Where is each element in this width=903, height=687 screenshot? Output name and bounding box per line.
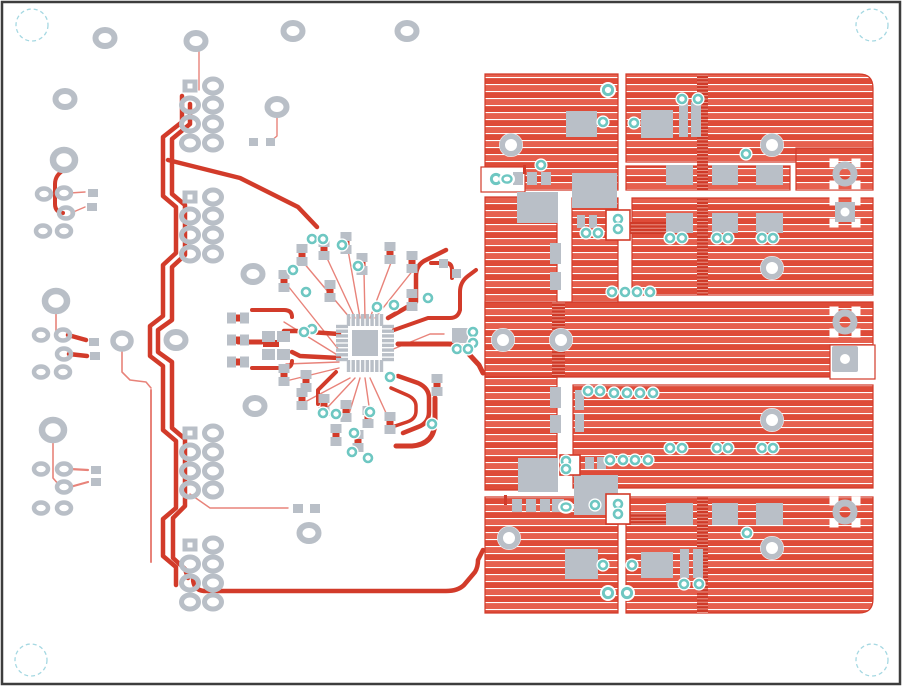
center-ic	[336, 314, 394, 372]
edge-terminals	[829, 158, 861, 528]
through-hole-pads	[31, 20, 468, 612]
copper-pours	[480, 73, 876, 614]
mounting-holes	[14, 8, 889, 677]
vias	[286, 82, 784, 601]
